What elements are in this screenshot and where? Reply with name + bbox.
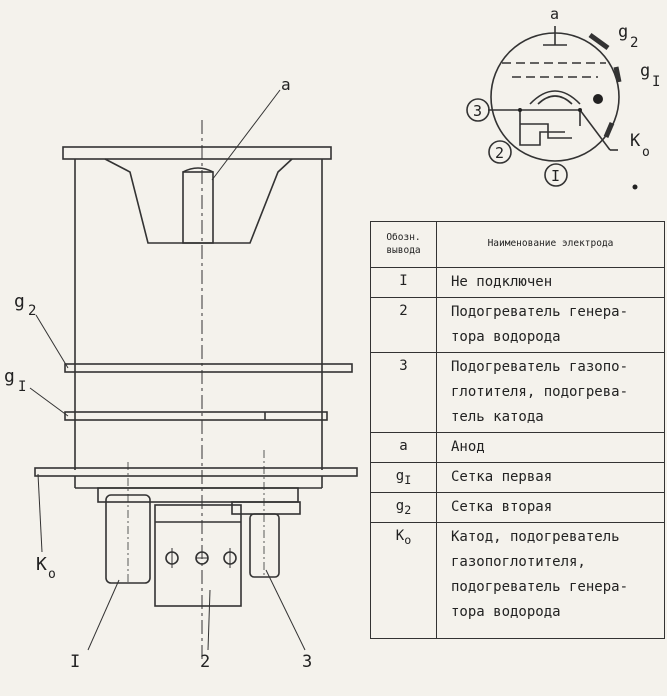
label-g2: g	[14, 291, 25, 312]
label-a: a	[281, 75, 291, 94]
schematic-pin-2: 2	[495, 144, 504, 162]
row-code: gI	[370, 462, 437, 493]
table-row: g2 Сетка вторая	[370, 492, 665, 523]
schematic-pin-3: 3	[473, 102, 482, 120]
row-name: Сетка первая	[436, 462, 665, 493]
row-code: g2	[370, 492, 437, 523]
schematic-label-g2-sub: 2	[630, 35, 638, 51]
label-k-sub: o	[48, 567, 56, 582]
schematic-label-g1: g	[640, 61, 650, 81]
row-code: I	[370, 267, 437, 298]
row-code: Ko	[370, 522, 437, 639]
row-name: Анод	[436, 432, 665, 463]
label-g1: g	[4, 366, 15, 387]
row-name: Подогреватель газопо-глотителя, подогрев…	[436, 352, 665, 433]
table-row: Ko Катод, подогреватель газопоглотителя,…	[370, 522, 665, 639]
header-code: Обозн. вывода	[370, 221, 437, 268]
tube-schematic	[466, 26, 622, 187]
row-code: 3	[370, 352, 437, 433]
table-row: a Анод	[370, 432, 665, 463]
label-k: K	[36, 554, 47, 575]
header-name: Наименование электрода	[436, 221, 665, 268]
g1-ring	[64, 411, 328, 421]
row-name: Не подключен	[436, 267, 665, 298]
row-name: Подогреватель генера-тора водорода	[436, 297, 665, 353]
schematic-label-g2: g	[618, 22, 628, 42]
schematic-label-k-sub: o	[642, 145, 650, 160]
g2-ring	[64, 363, 353, 373]
schematic-pin-1: I	[551, 167, 560, 185]
label-g1-sub: I	[18, 379, 26, 395]
row-name: Катод, подогреватель газопоглотителя, по…	[436, 522, 665, 639]
row-code: 2	[370, 297, 437, 353]
cathode-flange	[34, 467, 358, 477]
pin-number-2: 2	[200, 652, 210, 672]
schematic-label-g1-sub: I	[652, 74, 660, 90]
pin-number-3: 3	[302, 652, 312, 672]
top-flange	[62, 146, 332, 160]
row-code: a	[370, 432, 437, 463]
pin-number-1: I	[70, 652, 80, 672]
label-g2-sub: 2	[28, 303, 36, 319]
table-row: I Не подключен	[370, 267, 665, 298]
electrode-table: Обозн. вывода Наименование электрода I Н…	[370, 221, 665, 639]
table-row: gI Сетка первая	[370, 462, 665, 493]
anode-stub	[182, 171, 214, 244]
schematic-label-a: a	[550, 5, 559, 23]
row-name: Сетка вторая	[436, 492, 665, 523]
table-row: 3 Подогреватель газопо-глотителя, подогр…	[370, 352, 665, 433]
schematic-label-k: K	[630, 131, 641, 151]
table-row: 2 Подогреватель генера-тора водорода	[370, 297, 665, 353]
